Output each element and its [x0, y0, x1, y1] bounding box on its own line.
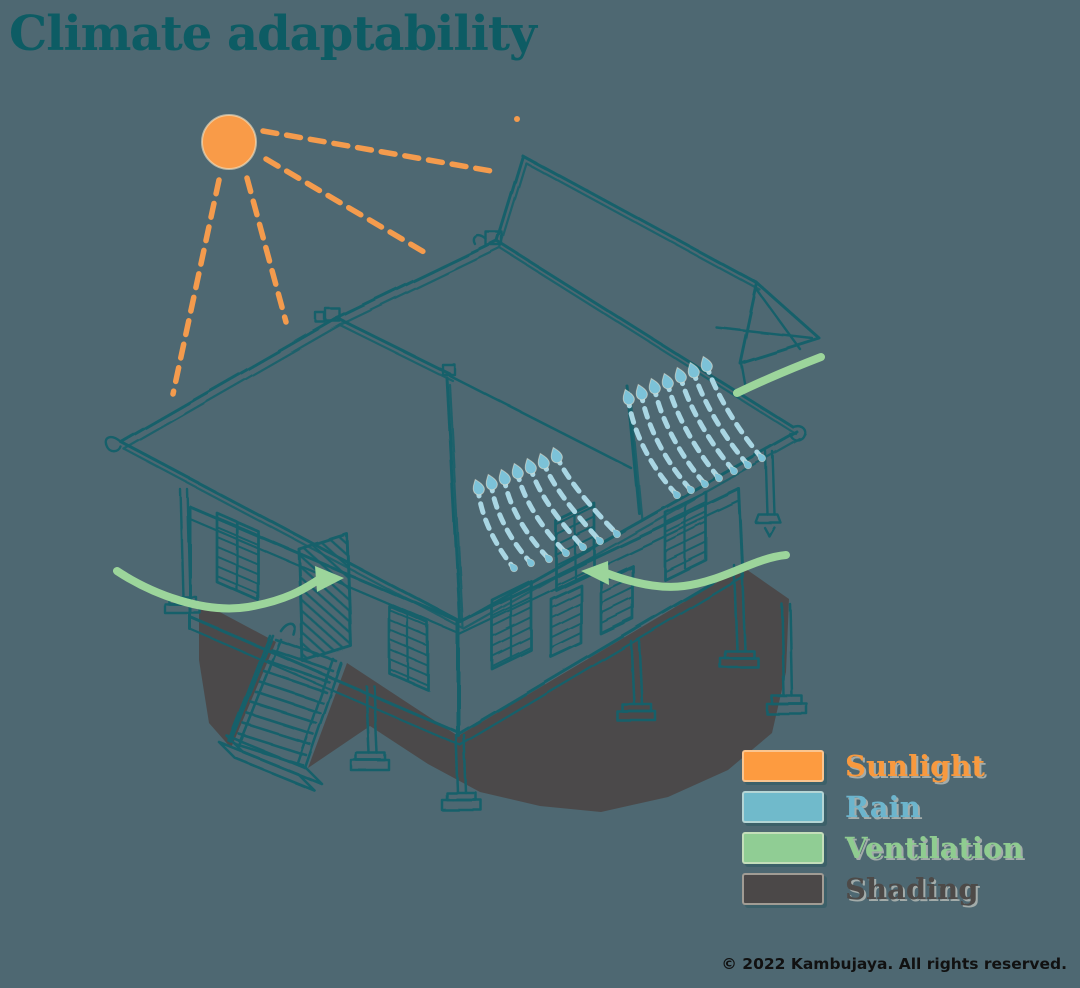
page-title: Climate adaptability	[9, 6, 537, 62]
stilt-house	[105, 154, 821, 812]
shading-areas	[199, 567, 789, 812]
window	[490, 579, 533, 671]
copyright-text: © 2022 Kambujaya. All rights reserved.	[721, 955, 1067, 973]
legend-swatch	[742, 791, 824, 823]
arrowhead	[315, 566, 344, 592]
legend-label: Sunlight	[845, 749, 985, 783]
sun-rays	[170, 128, 500, 397]
legend: Sunlight Rain Ventilation Shading	[742, 750, 1023, 914]
gable-end	[714, 281, 821, 388]
legend-row: Shading	[742, 873, 1023, 905]
legend-row: Ventilation	[742, 832, 1023, 864]
sun-ray	[260, 128, 500, 175]
ventilation-arrows	[113, 353, 825, 613]
door	[297, 532, 353, 663]
rain-drops	[619, 354, 768, 501]
sun-ray	[244, 175, 289, 325]
arrowhead	[581, 561, 609, 585]
sun-icon	[201, 114, 257, 170]
legend-label: Ventilation	[845, 831, 1024, 865]
legend-swatch	[742, 750, 824, 782]
stairs	[217, 622, 343, 792]
shading-left	[199, 601, 276, 748]
sun-speck	[514, 116, 520, 122]
shading-right	[308, 567, 789, 812]
legend-row: Rain	[742, 791, 1023, 823]
rain-cluster-1	[469, 445, 623, 574]
rain-cluster-2	[619, 354, 768, 501]
window	[215, 511, 260, 602]
legend-label: Shading	[845, 872, 979, 906]
sun-group	[170, 114, 520, 397]
roof-ornaments	[105, 230, 807, 453]
window	[549, 583, 583, 659]
walls	[188, 487, 745, 747]
stilts	[349, 563, 809, 812]
roof-lines	[119, 154, 799, 624]
legend-label: Rain	[845, 790, 921, 824]
ventilation-arrow-right	[581, 551, 790, 591]
legend-swatch	[742, 832, 824, 864]
window	[387, 604, 430, 692]
ventilation-arrow-gable	[733, 353, 825, 397]
ventilation-arrow-left	[113, 566, 344, 613]
sun-ray	[263, 156, 427, 255]
legend-row: Sunlight	[742, 750, 1023, 782]
legend-swatch	[742, 873, 824, 905]
window	[663, 490, 708, 582]
sun-ray	[170, 177, 222, 397]
